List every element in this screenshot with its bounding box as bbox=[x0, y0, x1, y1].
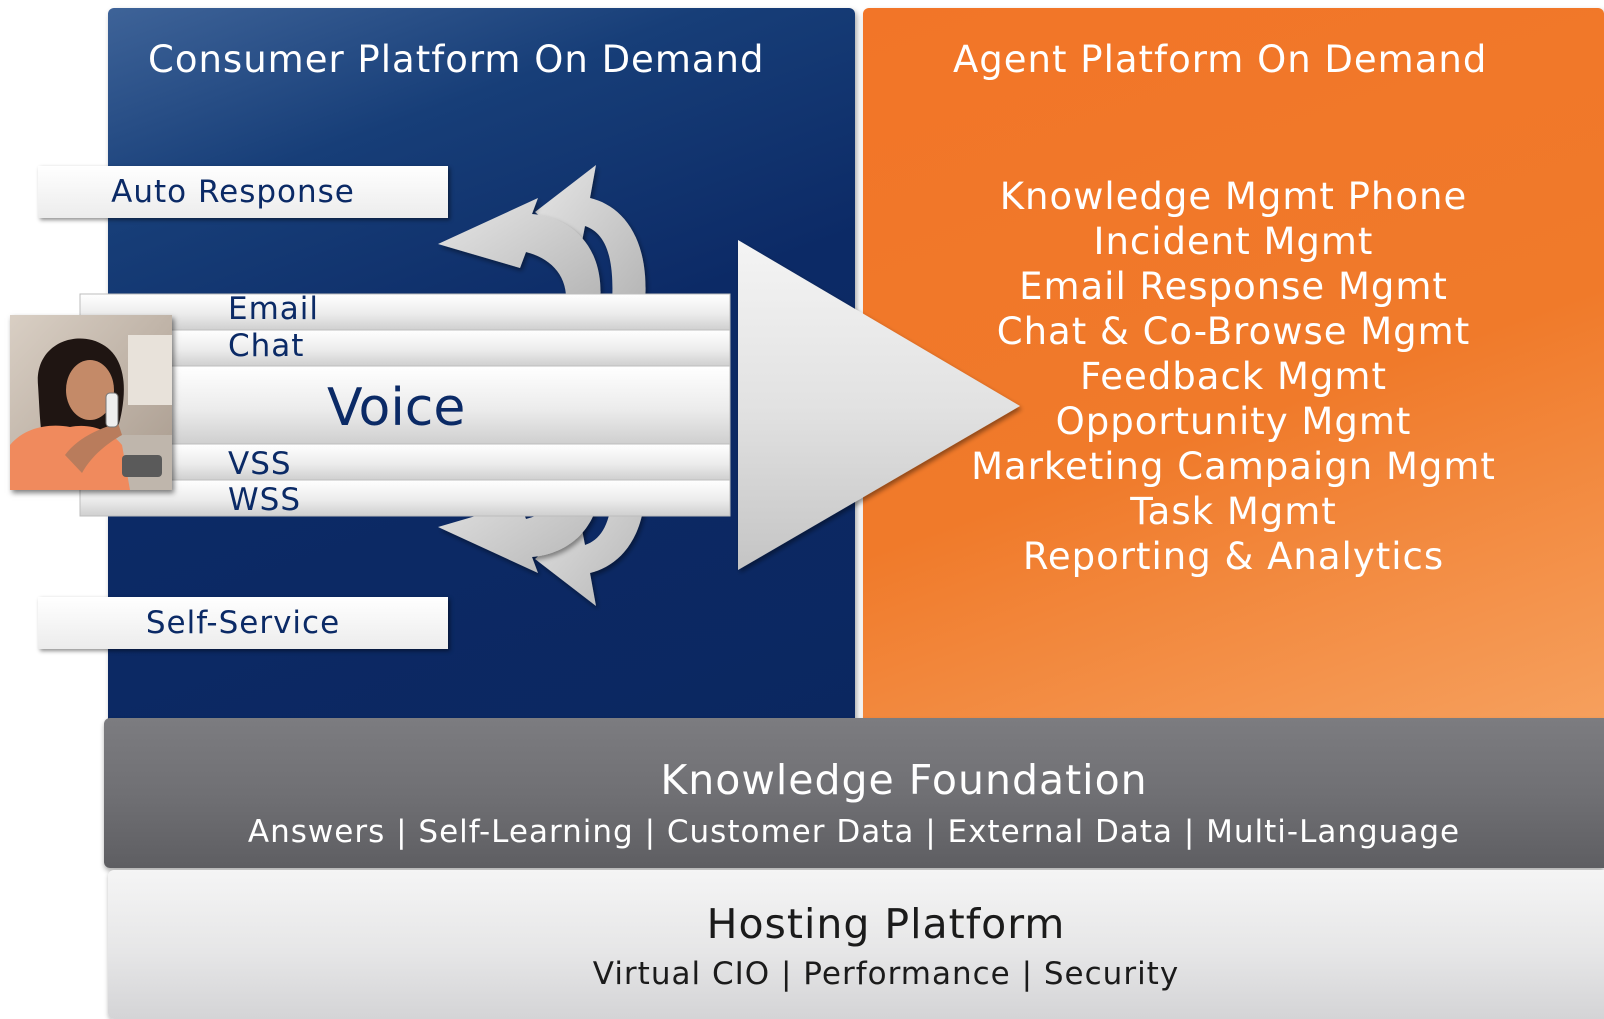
auto-response-label: Auto Response bbox=[38, 166, 448, 218]
agent-platform-title: Agent Platform On Demand bbox=[953, 38, 1488, 81]
agent-item: Email Response Mgmt bbox=[1019, 265, 1448, 308]
knowledge-foundation-title: Knowledge Foundation bbox=[660, 756, 1148, 804]
channel-voice-label: Voice bbox=[327, 378, 466, 438]
customer-photo bbox=[10, 315, 172, 490]
channel-vss-label: VSS bbox=[228, 446, 292, 482]
curved-arrow-up-inner bbox=[438, 198, 601, 303]
agent-item: Feedback Mgmt bbox=[1080, 355, 1387, 398]
agent-item: Chat & Co-Browse Mgmt bbox=[996, 310, 1471, 353]
agent-platform-panel: Agent Platform On Demand Knowledge Mgmt … bbox=[863, 8, 1604, 734]
curved-arrow-up-outer bbox=[535, 165, 646, 303]
self-service-label: Self-Service bbox=[38, 597, 448, 649]
customer-on-phone-icon bbox=[10, 315, 172, 490]
hosting-platform-subtitle: Virtual CIO | Performance | Security bbox=[592, 956, 1180, 992]
consumer-platform-title: Consumer Platform On Demand bbox=[148, 38, 765, 81]
main-arrow-head bbox=[738, 240, 1020, 570]
agent-item: Knowledge Mgmt Phone bbox=[999, 175, 1468, 218]
agent-item: Reporting & Analytics bbox=[1022, 535, 1445, 578]
agent-item: Marketing Campaign Mgmt bbox=[971, 445, 1496, 488]
knowledge-foundation-subtitle: Answers | Self-Learning | Customer Data … bbox=[247, 814, 1461, 850]
agent-item: Task Mgmt bbox=[1130, 490, 1337, 533]
hosting-platform-title: Hosting Platform bbox=[706, 900, 1066, 948]
channel-email-label: Email bbox=[228, 291, 320, 327]
channel-wss-label: WSS bbox=[228, 482, 302, 518]
email-bar bbox=[79, 293, 731, 331]
wss-bar bbox=[79, 479, 731, 517]
chat-bar bbox=[79, 329, 731, 367]
agent-item: Incident Mgmt bbox=[1093, 220, 1374, 263]
voice-bar bbox=[79, 365, 731, 445]
channel-chat-label: Chat bbox=[228, 328, 305, 364]
curved-arrow-down-inner bbox=[438, 468, 601, 573]
knowledge-foundation-band: Knowledge Foundation Answers | Self-Lear… bbox=[104, 718, 1604, 868]
hosting-platform-band: Hosting Platform Virtual CIO | Performan… bbox=[108, 870, 1604, 1019]
vss-bar bbox=[79, 443, 731, 481]
agent-item: Opportunity Mgmt bbox=[1055, 400, 1412, 443]
agent-capability-list: Knowledge Mgmt Phone Incident Mgmt Email… bbox=[863, 174, 1604, 579]
